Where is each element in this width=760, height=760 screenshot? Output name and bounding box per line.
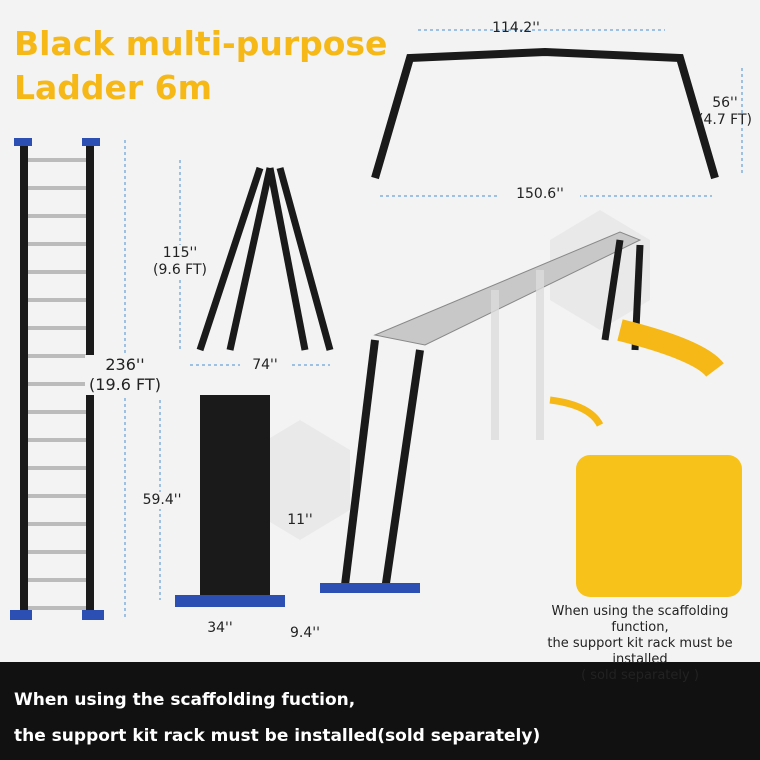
- dim-a-frame-base: 74'': [240, 357, 290, 374]
- callout-note-line-3: ( sold separately ): [581, 668, 699, 683]
- dim-top-height-in: 56'': [712, 95, 738, 111]
- a-frame-ladder: [196, 166, 334, 352]
- arrow-small: [549, 396, 604, 427]
- banner-line-1: When using the scaffolding fuction,: [14, 690, 356, 710]
- callout-note: When using the scaffolding function, the…: [522, 604, 758, 684]
- dim-top-span: 150.6'': [500, 186, 580, 203]
- dim-top-height-ft: (4.7 FT): [698, 112, 752, 128]
- folded-ladder: [175, 395, 285, 607]
- dim-straight-height-in: 236'': [105, 355, 145, 374]
- dim-folded-rung: 11'': [287, 512, 313, 528]
- title-line-2: Ladder 6m: [14, 68, 213, 107]
- dim-folded-width: 34'': [207, 620, 233, 636]
- dim-folded-height: 59.4'': [132, 492, 192, 509]
- dim-straight-height-ft: (19.6 FT): [89, 375, 161, 394]
- banner-line-2: the support kit rack must be installed(s…: [14, 726, 541, 746]
- product-title: Black multi-purpose Ladder 6m: [14, 22, 387, 110]
- dim-top-height: 56'' (4.7 FT): [690, 95, 760, 129]
- dim-top-width: 114.2'': [492, 20, 540, 36]
- support-kit-callout: [576, 455, 742, 597]
- scaffold-ladder: [320, 231, 724, 593]
- bridge-ladder: [371, 47, 719, 180]
- title-line-1: Black multi-purpose: [14, 24, 388, 63]
- dim-a-frame-height: 115'' (9.6 FT): [150, 245, 210, 279]
- callout-note-line-1: When using the scaffolding function,: [551, 604, 729, 635]
- dim-folded-depth: 9.4'': [290, 625, 320, 641]
- arrow-large: [617, 319, 724, 378]
- callout-note-line-2: the support kit rack must be installed: [547, 636, 733, 667]
- dim-straight-height: 236'' (19.6 FT): [85, 355, 165, 395]
- banner-text: When using the scaffolding fuction, the …: [14, 682, 540, 754]
- dim-a-frame-height-in: 115'': [162, 245, 198, 261]
- bottom-banner: [0, 662, 760, 760]
- dim-a-frame-height-ft: (9.6 FT): [153, 262, 207, 278]
